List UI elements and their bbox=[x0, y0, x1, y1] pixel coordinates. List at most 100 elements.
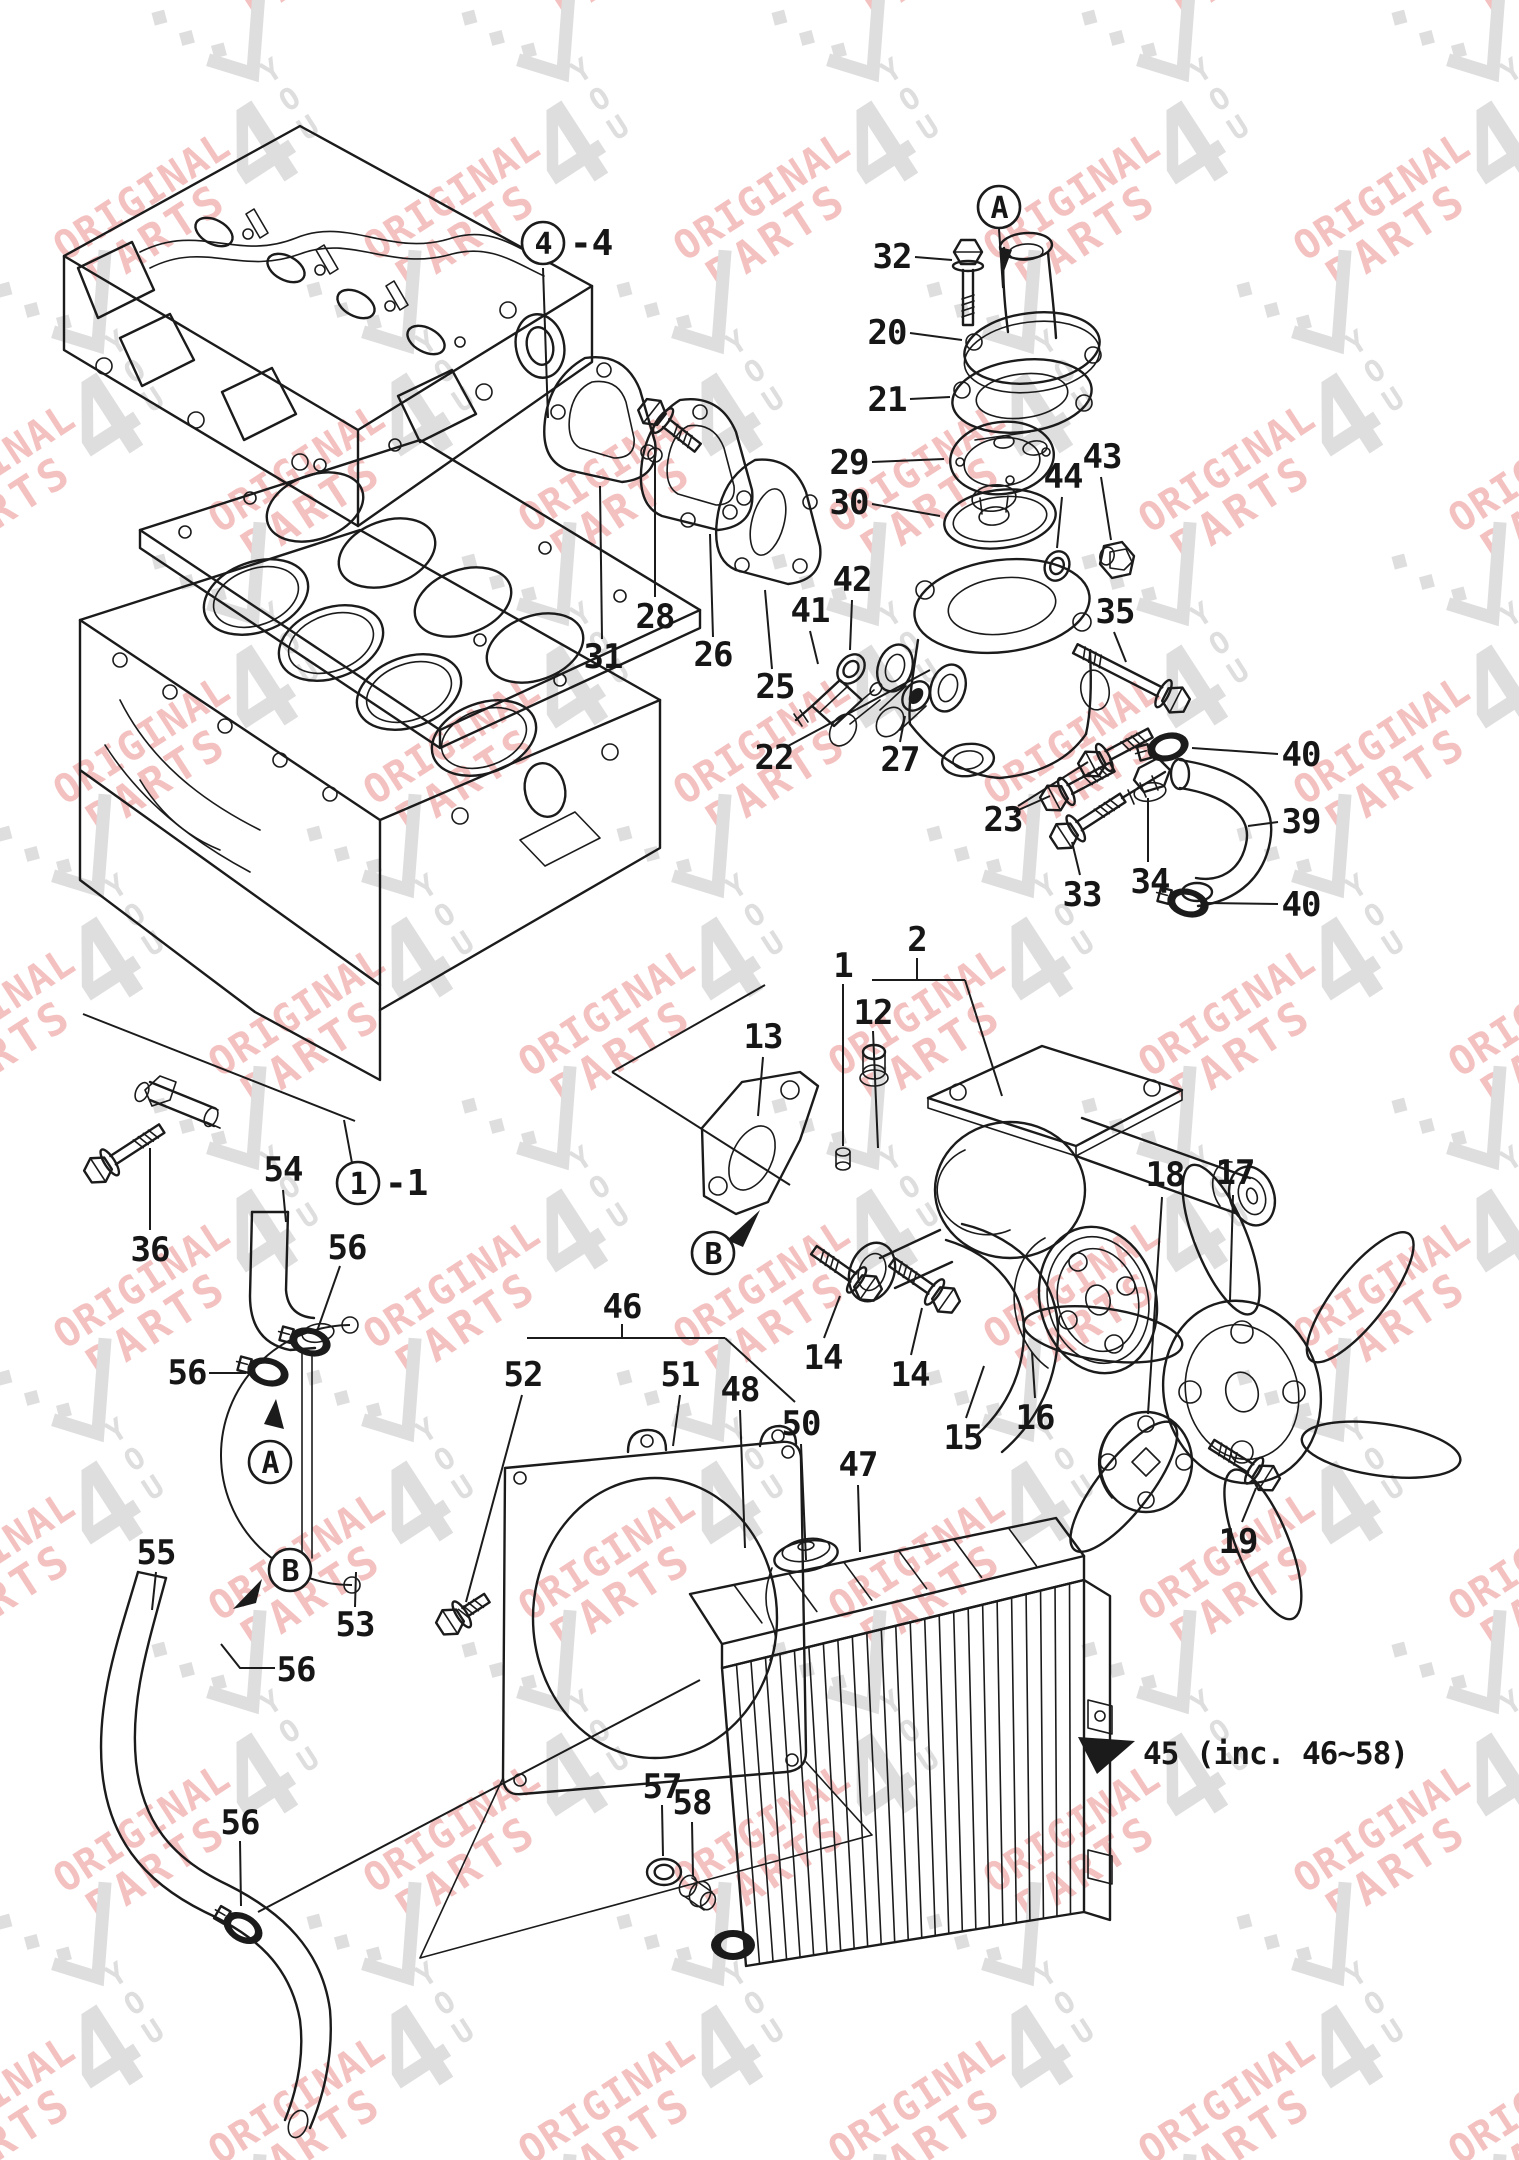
callout-36: 36 bbox=[131, 1148, 170, 1270]
watermark-you-char: U bbox=[756, 925, 790, 964]
callout-35: 35 bbox=[1096, 592, 1135, 663]
callout-label: A bbox=[261, 1446, 279, 1481]
watermark-dot bbox=[178, 1661, 195, 1678]
callout-label: 30 bbox=[830, 483, 869, 523]
callout-label: 23 bbox=[984, 800, 1023, 840]
watermark-dot bbox=[1391, 1641, 1408, 1658]
watermark-dot bbox=[616, 281, 633, 298]
callout-label: 56 bbox=[168, 1353, 207, 1393]
watermark-checkmark-icon bbox=[361, 793, 422, 899]
watermark-dot bbox=[333, 1389, 350, 1406]
bolt-part bbox=[1207, 1438, 1282, 1492]
watermark-dot bbox=[306, 281, 323, 298]
callout-label: 56 bbox=[221, 1803, 260, 1843]
callout-label: 32 bbox=[873, 237, 912, 277]
leader-line bbox=[823, 1295, 841, 1339]
callout-label: 1 bbox=[833, 946, 852, 986]
callout-label: 18 bbox=[1146, 1155, 1185, 1195]
watermark-dot bbox=[488, 1661, 505, 1678]
callout-circle bbox=[520, 220, 566, 266]
callout-47: 47 bbox=[839, 1445, 878, 1553]
watermark-checkmark-icon bbox=[1136, 1065, 1197, 1171]
callout-label: 14 bbox=[804, 1338, 843, 1378]
watermark-dot bbox=[831, 586, 847, 603]
watermark-dot bbox=[1263, 1389, 1280, 1406]
leader-line bbox=[809, 630, 819, 665]
watermark-dot bbox=[1451, 586, 1467, 603]
watermark-dot bbox=[771, 9, 788, 26]
callout-41: 41 bbox=[791, 591, 830, 665]
bolt-part bbox=[1071, 643, 1192, 714]
leader-line bbox=[1247, 821, 1279, 827]
watermark-dot bbox=[151, 1641, 168, 1658]
pointer-arrow-icon bbox=[1078, 1737, 1135, 1774]
watermark-dot bbox=[1296, 1946, 1312, 1963]
watermark-dot bbox=[953, 1933, 970, 1950]
leader-line bbox=[871, 503, 941, 517]
callout-51: 51 bbox=[661, 1355, 700, 1447]
watermark-you-char: U bbox=[1221, 109, 1255, 148]
callout-B: B bbox=[690, 1230, 736, 1276]
watermark-dot bbox=[0, 281, 13, 298]
leader-line bbox=[220, 1643, 275, 1669]
callout-label: 14 bbox=[891, 1355, 930, 1395]
callout-label: 55 bbox=[137, 1533, 176, 1573]
watermark-you-char: U bbox=[446, 2013, 480, 2052]
bolt-part bbox=[951, 238, 985, 327]
watermark-checkmark-icon bbox=[671, 1337, 732, 1443]
watermark-dot bbox=[1418, 29, 1435, 46]
watermark-checkmark-icon bbox=[1291, 1337, 1352, 1443]
callout-31: 31 bbox=[584, 485, 623, 677]
watermark-you-char: U bbox=[1376, 2013, 1410, 2052]
callout-57: 57 bbox=[643, 1767, 682, 1857]
callout-56: 56 bbox=[315, 1228, 367, 1335]
watermark-dot bbox=[676, 1946, 692, 1963]
watermark-dot bbox=[616, 1369, 633, 1386]
watermark-dot bbox=[926, 1369, 943, 1386]
callout-4: 4-4 bbox=[520, 220, 613, 419]
watermark-dot bbox=[23, 1389, 40, 1406]
watermark-dot bbox=[1391, 9, 1408, 26]
callout-40: 40 bbox=[1191, 735, 1321, 775]
watermark-dot bbox=[926, 825, 943, 842]
leader-line bbox=[1017, 761, 1089, 807]
leader-line bbox=[661, 1804, 664, 1857]
watermark-dot bbox=[798, 1661, 815, 1678]
callout-label: 39 bbox=[1282, 802, 1321, 842]
watermark-checkmark-icon bbox=[671, 1881, 732, 1987]
leader-line bbox=[343, 1119, 353, 1164]
watermark-you-char: U bbox=[1376, 925, 1410, 964]
watermark-checkmark-icon bbox=[671, 793, 732, 899]
watermark-you-char: U bbox=[1221, 653, 1255, 692]
callout-circle bbox=[247, 1439, 293, 1485]
watermark-checkmark-icon bbox=[361, 1881, 422, 1987]
callout-label: 53 bbox=[336, 1605, 375, 1645]
callout-28: 28 bbox=[636, 448, 675, 637]
leader-line bbox=[764, 589, 773, 670]
callout-17: 17 bbox=[1216, 1153, 1255, 1301]
callout-label: 29 bbox=[830, 443, 869, 483]
watermark-checkmark-icon bbox=[1291, 1881, 1352, 1987]
watermark-dot bbox=[1236, 825, 1253, 842]
watermark-dot bbox=[461, 1641, 478, 1658]
watermark-you-char: U bbox=[601, 109, 635, 148]
callout-label: 46 bbox=[603, 1287, 642, 1327]
watermark-dot bbox=[926, 281, 943, 298]
callout-label: 16 bbox=[1016, 1398, 1055, 1438]
callout-2: 2 bbox=[907, 920, 928, 980]
watermark-dot bbox=[1081, 1097, 1098, 1114]
watermark-dot bbox=[461, 1097, 478, 1114]
watermark-dot bbox=[1391, 1097, 1408, 1114]
watermark-you-char: U bbox=[1066, 925, 1100, 964]
watermark-checkmark-icon bbox=[1291, 249, 1352, 355]
leader-line bbox=[1205, 902, 1279, 905]
watermark-dot bbox=[488, 29, 505, 46]
callout-1: 1-1 bbox=[335, 1119, 428, 1206]
callout-label: 47 bbox=[839, 1445, 878, 1485]
